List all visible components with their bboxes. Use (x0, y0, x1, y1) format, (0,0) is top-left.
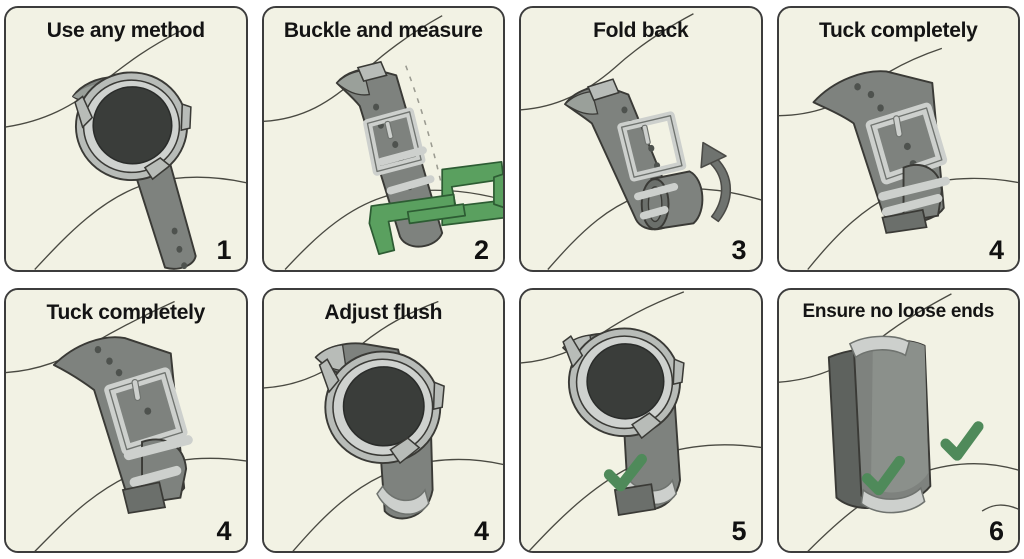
keeper-bottom (375, 484, 430, 515)
keeper-1 (376, 146, 427, 166)
panel-number: 2 (473, 234, 489, 265)
keeper-1 (634, 182, 679, 201)
panel-1-illustration (6, 8, 246, 270)
panel-3-illustration (521, 8, 761, 270)
rolled-strap-tail (640, 170, 704, 231)
panel-4-illustration (778, 8, 1018, 270)
panel-step-1: Use any method 1 (4, 6, 248, 272)
panel-number: 4 (473, 516, 489, 546)
panel-5-illustration (6, 289, 246, 551)
keeper-1 (123, 434, 193, 460)
keeper-1 (877, 176, 950, 201)
panel-step-2: Buckle and measure 2 (261, 6, 505, 272)
buckle (104, 366, 188, 455)
keeper-2 (881, 194, 942, 217)
panel-7-illustration (521, 289, 761, 551)
keeper-2 (129, 465, 182, 487)
panel-6-illustration (263, 289, 503, 551)
check-icon-left (861, 455, 905, 495)
panel-step-5: Tuck completely 4 (4, 287, 248, 553)
buckle (865, 102, 947, 185)
keeper-bottom (860, 486, 925, 513)
panel-step-6: Adjust flush 4 (261, 287, 505, 553)
panel-step-4: Tuck completely 4 (776, 6, 1020, 272)
watch-crown (432, 380, 445, 410)
panel-8-illustration (778, 289, 1018, 551)
keeper-2 (639, 206, 669, 220)
fold-back-arrow (700, 141, 731, 223)
panel-number: 1 (216, 234, 232, 265)
green-calipers (368, 160, 503, 255)
watch-face (92, 86, 173, 165)
buckle (362, 107, 425, 176)
watch-face (586, 342, 665, 420)
panel-step-7: 5 (519, 287, 763, 553)
check-icon-right (939, 420, 984, 461)
panel-number: 3 (731, 234, 747, 265)
panel-number: 5 (731, 516, 747, 546)
panel-number: 6 (988, 516, 1004, 546)
panel-step-8: Ensure no loose ends 6 (776, 287, 1020, 553)
keeper-top (848, 335, 910, 358)
watch-crown (672, 357, 685, 385)
watch-crown (180, 103, 192, 132)
buckle (617, 111, 687, 182)
watch-face (342, 365, 425, 447)
panel-number: 4 (216, 516, 232, 546)
panel-number: 4 (988, 234, 1004, 265)
strap-holes (171, 227, 188, 270)
panel-2-illustration (263, 8, 503, 270)
check-icon (603, 453, 647, 491)
panel-step-3: Fold back 3 (519, 6, 763, 272)
keeper-2 (386, 175, 435, 195)
strap-holes (94, 345, 152, 415)
